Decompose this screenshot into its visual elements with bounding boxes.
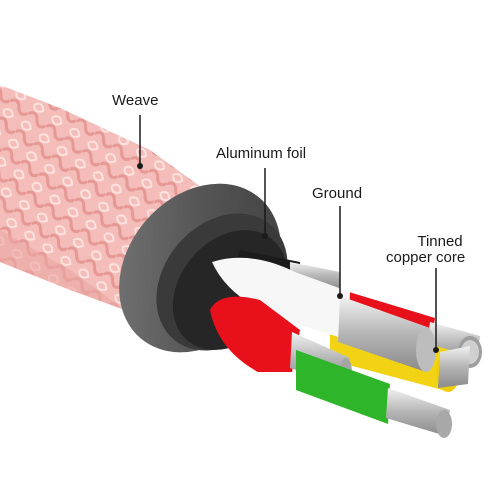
label-tinned: Tinned: [417, 233, 463, 250]
label-weave: Weave: [112, 92, 159, 109]
leader-dot-tinned: [433, 347, 439, 353]
leader-dot-weave: [137, 163, 143, 169]
wire-white: [212, 257, 436, 372]
leader-dot-foil: [262, 233, 268, 239]
label-ground: Ground: [312, 185, 363, 202]
weave-braid-shadow: [0, 230, 125, 310]
leader-dot-ground: [337, 293, 343, 299]
leader-dots: [137, 163, 439, 353]
label-aluminum-foil: Aluminum foil: [216, 145, 307, 162]
leader-lines: [139, 115, 437, 350]
label-copper-core: copper core: [386, 249, 466, 266]
wire-green: [296, 350, 452, 438]
